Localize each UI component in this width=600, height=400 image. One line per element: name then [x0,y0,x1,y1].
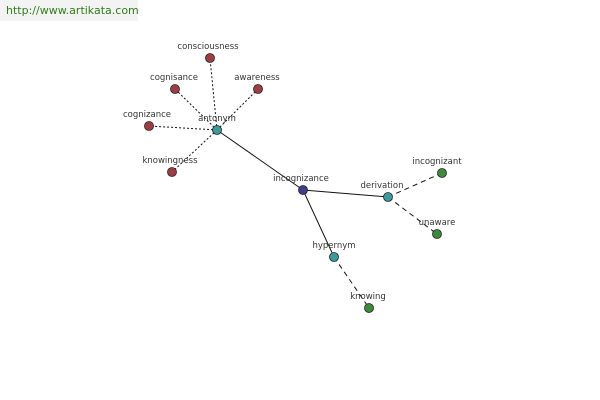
node-consciousness[interactable] [205,53,215,63]
source-url-banner[interactable]: http://www.artikata.com [0,0,139,21]
edge-antonym-awareness [216,88,259,131]
edge-antonym-cognisance [174,88,218,131]
node-label-cognisance[interactable]: cognisance [150,73,198,83]
edge-incognizance-hypernym [302,189,335,258]
node-knowingness[interactable] [167,167,177,177]
node-label-awareness[interactable]: awareness [234,73,280,83]
node-incognizant[interactable] [437,168,447,178]
edge-antonym-cognizance [148,125,218,131]
edge-hypernym-knowing [333,256,370,309]
labels-layer: incognizance antonym derivation hypernym con… [123,42,462,302]
node-label-incognizance[interactable]: incognizance [273,174,329,184]
node-label-knowingness[interactable]: knowingness [142,156,198,166]
node-label-derivation[interactable]: derivation [360,181,403,191]
node-label-knowing[interactable]: knowing [350,292,386,302]
node-hypernym[interactable] [329,252,339,262]
node-label-cognizance[interactable]: cognizance [123,110,171,120]
node-derivation[interactable] [383,192,393,202]
node-label-antonym[interactable]: antonym [198,114,236,124]
node-knowing[interactable] [364,303,374,313]
node-antonym[interactable] [212,125,222,135]
node-label-unaware[interactable]: unaware [419,218,456,228]
node-cognizance[interactable] [144,121,154,131]
node-incognizance[interactable] [298,185,308,195]
edge-derivation-incognizant [387,172,443,198]
node-unaware[interactable] [432,229,442,239]
edge-derivation-unaware [387,196,438,235]
node-label-consciousness[interactable]: consciousness [177,42,239,52]
edges-layer [148,57,443,309]
node-label-hypernym[interactable]: hypernym [312,241,355,251]
nodes-layer [144,53,447,313]
edge-antonym-consciousness [209,57,218,131]
node-awareness[interactable] [253,84,263,94]
node-cognisance[interactable] [170,84,180,94]
node-label-incognizant[interactable]: incognizant [412,157,462,167]
edge-incognizance-antonym [216,129,304,191]
edge-incognizance-derivation [302,189,389,198]
